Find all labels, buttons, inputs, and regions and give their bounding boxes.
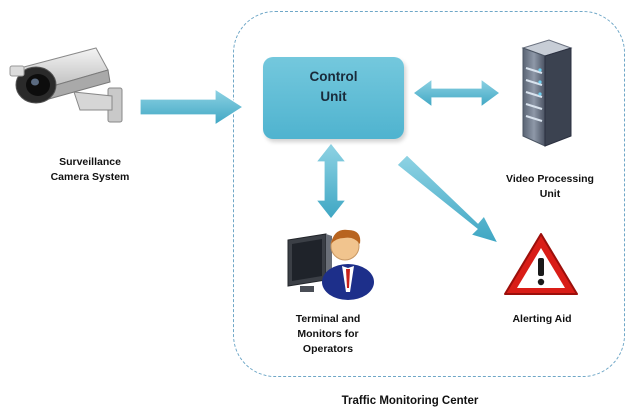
control-terminal-double-arrow (314, 142, 348, 220)
camera-label-line2: Camera System (50, 171, 130, 183)
alerting-label: Alerting Aid (482, 312, 602, 327)
video-processing-label-line1: Video Processing (506, 173, 594, 185)
server-icon (521, 39, 573, 147)
monitoring-center-label: Traffic Monitoring Center (300, 394, 520, 409)
alerting-label-line1: Alerting Aid (512, 313, 572, 325)
control-unit-box: Control Unit (263, 57, 404, 139)
operator-workstation-icon (287, 229, 374, 300)
video-processing-label-line2: Unit (539, 188, 561, 200)
control-unit-line2: Unit (320, 89, 347, 104)
camera-to-control-arrow (139, 87, 245, 127)
terminal-label-line3: Operators (302, 343, 354, 355)
control-to-alert-arrow (396, 154, 500, 244)
video-processing-label: Video Processing Unit (490, 172, 610, 202)
terminal-label-line1: Terminal and (295, 313, 361, 325)
terminal-label-line2: Monitors for (297, 328, 359, 340)
cctv-camera-icon (9, 47, 123, 123)
camera-label: Surveillance Camera System (30, 155, 150, 185)
terminal-label: Terminal and Monitors for Operators (268, 312, 388, 357)
warning-triangle-icon (504, 233, 578, 295)
control-unit-line1: Control (309, 69, 358, 84)
control-video-double-arrow (411, 77, 502, 109)
camera-label-line1: Surveillance (59, 156, 121, 168)
monitoring-center-label-text: Traffic Monitoring Center (341, 395, 479, 407)
monitoring-center-boundary (233, 11, 625, 377)
